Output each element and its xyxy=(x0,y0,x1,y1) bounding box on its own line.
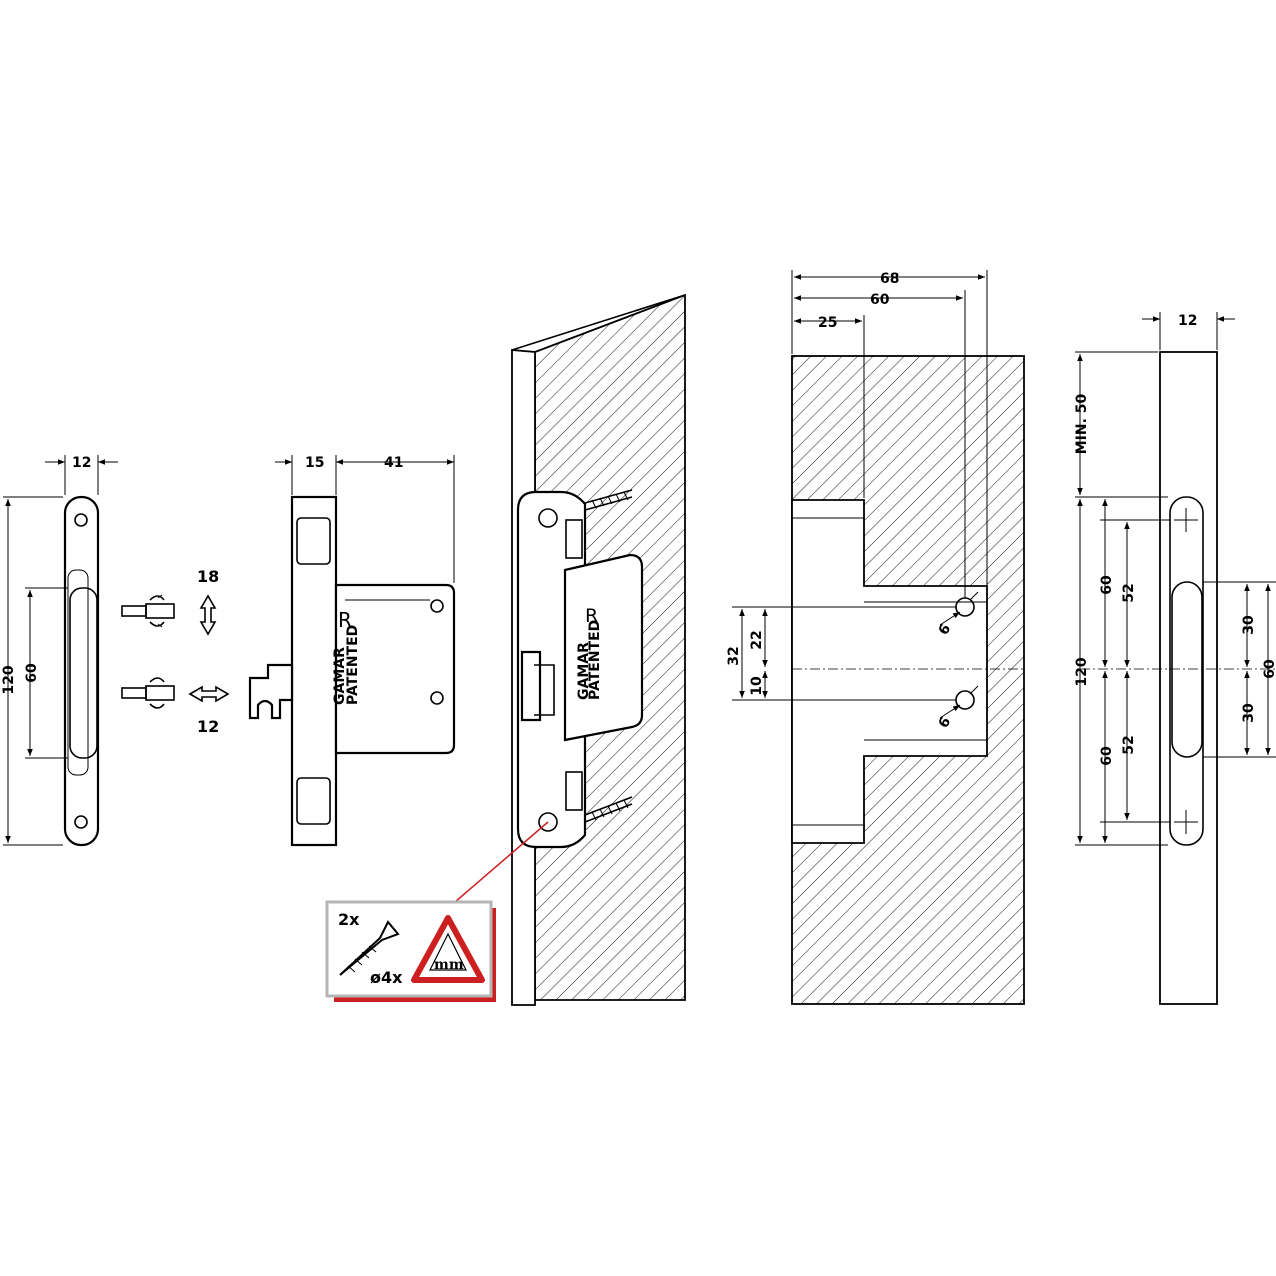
arrow-updown-icon xyxy=(199,594,217,636)
adjust-vertical-label: 18 xyxy=(197,567,219,586)
strike-plate-left xyxy=(3,455,118,847)
door-brand: GAMAR xyxy=(576,642,592,700)
dim-right-120: 120 xyxy=(1074,657,1090,686)
routing-section xyxy=(732,270,1025,1005)
dim-right-30b: 30 xyxy=(1241,703,1257,723)
door-mark-r: R xyxy=(585,605,598,627)
dim-route-60: 60 xyxy=(870,292,890,308)
dim-left-inner: 60 xyxy=(24,663,40,683)
screw-info-panel xyxy=(325,900,496,1002)
dim-right-30a: 30 xyxy=(1241,615,1257,635)
dim-left-width: 12 xyxy=(72,455,91,471)
door-panel xyxy=(511,293,686,1006)
dim-right-60a: 60 xyxy=(1099,575,1115,595)
hinge-patented: PATENTED xyxy=(345,625,361,705)
adjust-horizontal-label: 12 xyxy=(197,717,219,736)
dim-left-height: 120 xyxy=(1,665,17,694)
hinge-side-view xyxy=(248,455,456,847)
screw-icon xyxy=(339,920,400,976)
dim-right-52a: 52 xyxy=(1121,583,1137,602)
strike-plate-right xyxy=(1075,312,1276,1005)
dim-route-22: 22 xyxy=(749,630,765,649)
screw-qty: 2x xyxy=(338,910,360,929)
screw-unit: mm xyxy=(434,957,464,973)
dim-route-32: 32 xyxy=(726,646,742,665)
warning-triangle-icon xyxy=(411,915,485,983)
dim-right-60r: 60 xyxy=(1262,659,1276,679)
screw-diameter: ø4x xyxy=(370,968,403,987)
callout-leader xyxy=(454,821,549,903)
arrow-leftright-icon xyxy=(188,685,230,703)
door-patented: PATENTED xyxy=(587,620,603,700)
dim-right-52b: 52 xyxy=(1121,735,1137,754)
dim-route-68: 68 xyxy=(880,271,899,287)
dim-right-width: 12 xyxy=(1178,313,1197,329)
hinge-brand: GAMAR xyxy=(332,647,348,705)
dim-right-min: MIN. 50 xyxy=(1074,393,1090,454)
dim-route-25: 25 xyxy=(818,315,837,331)
dim-right-60b: 60 xyxy=(1099,746,1115,766)
adjust-key-vertical xyxy=(121,594,175,628)
adjust-key-horizontal xyxy=(121,677,175,709)
dim-hinge-41: 41 xyxy=(384,455,403,471)
hinge-mark-r: R xyxy=(338,608,352,632)
dim-hinge-15: 15 xyxy=(305,455,324,471)
dim-route-10: 10 xyxy=(749,676,765,696)
rotate-icon xyxy=(157,594,163,628)
